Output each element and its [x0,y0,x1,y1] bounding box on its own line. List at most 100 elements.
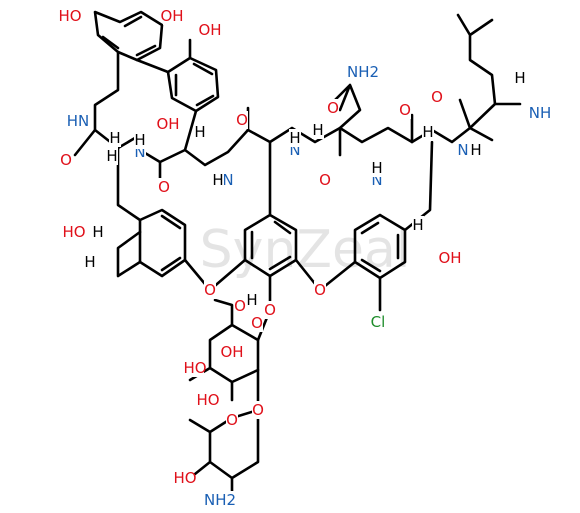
atom-label-o-glc-ch2oh: O [234,297,246,315]
atom-text-o-glc-ch2oh: O [234,297,246,315]
atom-text-h-alpha1: H [109,129,120,147]
atom-label-bg [226,411,238,429]
atom-text-oh-bhyd-right: OH [438,249,461,267]
atom-text-nh2-sugar2: NH2 [204,491,236,509]
atom-label-o-glc-ring: O [251,314,263,332]
atom-label-oh-top-left: HO [58,7,82,25]
atom-label-bg [61,7,79,25]
asn-sidechain [333,83,362,130]
atom-label-bg [106,147,118,165]
atom-label-bg [163,7,181,25]
atom-label-bg [186,359,204,377]
atom-label-oh-top-right: OH [198,21,222,39]
atom-label-h-alpha1: H [109,129,121,147]
atom-text-o-leu: O [431,88,443,106]
atom-label-o-glyco: O [264,301,276,319]
ring-aminosugar [188,368,260,500]
ring-resorcinol [93,10,164,62]
atom-label-nh2-sugar2: NH2 [204,491,236,509]
atom-text-oh-top-left: HO [58,7,81,25]
atom-label-h-glc-ch2oh: H [246,291,258,309]
atom-text-h-glc-ch2oh: H [246,291,257,309]
atom-text-o-glyco: O [264,301,276,319]
ring-inner-line [101,15,157,57]
atom-text-o-amide-a: O [60,151,72,169]
atom-label-nh-leu-methyl: NH [529,104,551,122]
atom-label-bg [412,216,424,234]
atom-label-bg [60,151,72,169]
atom-text-o-amide-e: O [399,101,411,119]
atom-text-o-ether-right: O [314,281,326,299]
atom-label-nh-e: N [457,141,469,159]
atom-label-bg [199,391,217,409]
atom-text-h-nhb: H [212,171,223,189]
ring-central-inner [250,220,292,271]
atom-text-h-nhe: H [470,141,481,159]
atom-label-oh-glc-3: OH [220,343,244,361]
atom-label-bg [470,141,482,159]
atom-label-bg [289,129,301,147]
atom-label-bg [252,401,264,419]
atom-label-bg [84,253,96,271]
atom-label-bg [264,301,276,319]
atom-label-bg [234,297,246,315]
atom-label-bg [92,223,104,241]
atom-label-o-asn-amide: O [327,99,339,117]
atom-label-h-nhb: H [212,171,224,189]
ring-biphenyl-inner [174,62,215,107]
atom-label-bg [69,112,87,130]
atom-label-o-acid: OH [156,115,180,133]
atom-label-h-alpha2: H [106,147,118,165]
atom-text-o-amide-b: O [158,178,170,196]
atom-text-nh2-asn: NH2 [347,63,379,81]
atom-label-o-link: O [252,401,264,419]
atom-text-oh-top-mid: OH [160,7,183,25]
atom-label-bg [441,249,459,267]
atom-text-ho-sugar2: HO [196,391,219,409]
atom-label-bg [514,69,526,87]
atom-text-o-asn-amide: O [327,99,339,117]
atom-text-h-bhyd-left2: H [84,253,95,271]
ring-left [116,146,187,278]
atom-label-bg [109,129,121,147]
atom-label-nh-ring1: HN [67,112,89,130]
atom-label-h-asn: H [312,121,324,139]
atom-label-bg [314,281,326,299]
atom-label-h-leu: H [514,69,526,87]
atom-label-h-bhyd-left: H [92,223,104,241]
atom-text-h-bhyd-right: H [412,216,423,234]
atom-label-bg [194,123,206,141]
bond-lines [73,10,522,500]
atom-label-h-alpha4: H [422,123,434,141]
atom-text-h-alpha2: H [106,147,117,165]
atom-label-o-amide-c: O [236,111,248,129]
atom-text-cl: Cl [371,313,386,331]
atom-text-oh-sugar2: HO [173,469,196,487]
atom-label-bg [204,281,216,299]
atom-label-o-amide-b: O [158,178,170,196]
atom-text-nh-b: N [222,171,233,189]
atom-label-nh2-asn: NH2 [347,63,379,81]
atom-label-bg [431,88,443,106]
ring-central [243,140,298,278]
atom-label-bg [399,101,411,119]
atom-text-o-sugar2-ring: O [226,411,238,429]
atom-label-bg [223,343,241,361]
atom-label-ho-sugar2: HO [196,391,220,409]
atom-text-h-bhyd-left: H [92,223,103,241]
atom-text-h-asn: H [312,121,323,139]
atom-label-oh-sugar2: HO [173,469,197,487]
atom-label-bg [134,131,146,149]
atom-label-bg [176,469,194,487]
atom-text-nh-c: N [289,141,300,159]
ring-glucose [188,298,260,402]
atom-label-bg [371,159,383,177]
atom-text-nh-a: N [134,143,145,161]
atom-label-oh-bhyd-left: HO [62,223,86,241]
atom-label-o-amide-a: O [60,151,72,169]
atom-label-bg [65,223,83,241]
atom-label-bg [212,171,224,189]
atom-label-bg [422,123,434,141]
